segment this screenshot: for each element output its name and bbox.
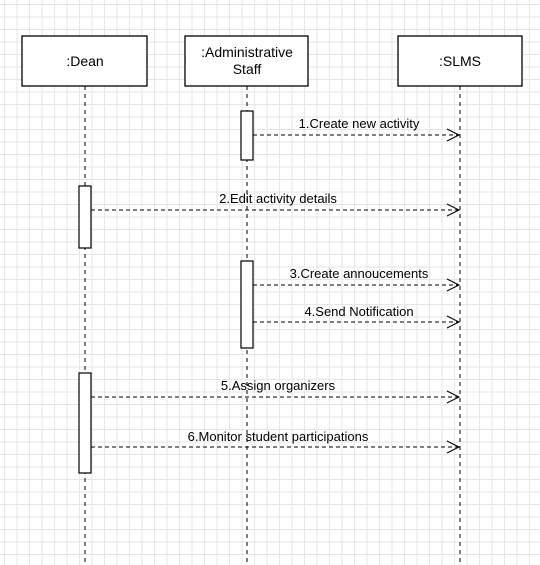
message-3[interactable]: 3.Create annoucements (253, 266, 461, 292)
message-4[interactable]: 4.Send Notification (253, 304, 461, 329)
arrowhead-icon (446, 128, 461, 142)
activation-admin-1 (240, 110, 254, 161)
message-6-label: 6.Monitor student participations (188, 429, 369, 444)
participant-admin-label-line: :Administrative (201, 44, 293, 60)
message-1-label: 1.Create new activity (299, 116, 420, 131)
participant-slms[interactable]: :SLMS (397, 35, 523, 87)
participant-dean-label: :Dean (66, 53, 103, 69)
message-4-label: 4.Send Notification (304, 304, 413, 319)
message-2[interactable]: 2.Edit activity details (91, 191, 461, 217)
message-6[interactable]: 6.Monitor student participations (91, 429, 461, 454)
message-5[interactable]: 5.Assign organizers (91, 378, 461, 404)
participant-slms-box (397, 35, 523, 87)
participant-slms-label: :SLMS (439, 53, 481, 69)
participant-dean-box (21, 35, 148, 87)
arrowhead-icon (446, 315, 461, 329)
participant-dean[interactable]: :Dean (21, 35, 148, 87)
activation-dean-2 (78, 372, 92, 474)
activation-admin-2 (240, 260, 254, 349)
participant-admin-box (184, 35, 309, 87)
activation-dean-1 (78, 185, 92, 249)
message-2-label: 2.Edit activity details (219, 191, 337, 206)
message-5-label: 5.Assign organizers (221, 378, 336, 393)
arrowhead-icon (446, 390, 461, 404)
arrowhead-icon (446, 440, 461, 454)
arrowhead-icon (446, 203, 461, 217)
message-3-label: 3.Create annoucements (290, 266, 429, 281)
participant-admin-label-line: Staff (233, 61, 262, 77)
arrowhead-icon (446, 278, 461, 292)
message-1[interactable]: 1.Create new activity (253, 116, 461, 142)
